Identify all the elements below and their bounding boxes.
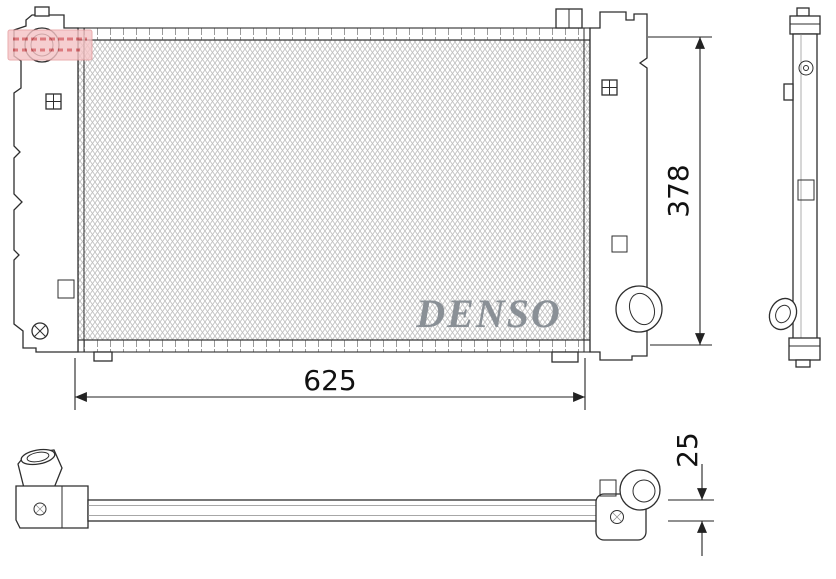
- stamp-box: [7, 29, 93, 61]
- left-tank: [13, 14, 79, 353]
- core-top-header: [77, 27, 591, 41]
- side-foot: [795, 359, 811, 368]
- side-hole-center: [803, 65, 809, 71]
- bottom-core-strip: [87, 499, 599, 522]
- bottom-clip-left: [93, 351, 113, 362]
- bottom-left-neck-rim-inner: [26, 451, 50, 463]
- bottom-outlet-pipe-inner: [632, 479, 656, 503]
- front-view: [13, 6, 663, 363]
- side-hole: [798, 60, 814, 76]
- dim-label-height: 378: [662, 164, 695, 217]
- side-bracket: [783, 83, 794, 101]
- side-view: [768, 7, 821, 368]
- drain-cross-2: [34, 325, 46, 337]
- bottom-right-screw: [610, 510, 624, 524]
- stamp-watermark: [7, 29, 93, 61]
- side-outlet-elbow-inner: [775, 304, 791, 324]
- right-tank: [589, 11, 648, 361]
- bottom-right-step: [599, 479, 617, 497]
- dim-label-depth: 25: [671, 432, 704, 468]
- outlet-pipe-inner: [628, 292, 656, 326]
- outlet-pipe-outer: [615, 285, 663, 333]
- bottom-view: [15, 448, 661, 541]
- bottom-right-screw-x2: [612, 512, 622, 522]
- right-tank-detail: [611, 235, 628, 253]
- dim-label-width: 625: [303, 364, 356, 397]
- bottom-left-tank: [15, 485, 89, 529]
- side-top-cap: [789, 15, 821, 35]
- dimension-width: 625: [74, 358, 586, 410]
- dimension-depth: 25: [668, 432, 714, 556]
- bottom-left-screw: [33, 502, 47, 516]
- radiator-core: [77, 39, 591, 341]
- side-top-tab: [796, 7, 810, 17]
- bottom-left-screw-x2: [35, 504, 45, 514]
- core-bottom-header: [77, 339, 591, 353]
- side-outlet-elbow: [768, 297, 798, 331]
- bottom-clip-right: [551, 351, 579, 363]
- left-tank-detail: [57, 279, 75, 299]
- side-mid-clip: [797, 179, 815, 201]
- dimension-height: 378: [648, 36, 712, 346]
- side-bottom-cap: [788, 337, 821, 361]
- brand-logo: DENSO: [415, 291, 562, 336]
- bottom-outlet-pipe: [619, 469, 661, 511]
- side-body: [792, 33, 818, 341]
- filler-neck-tab: [34, 6, 50, 17]
